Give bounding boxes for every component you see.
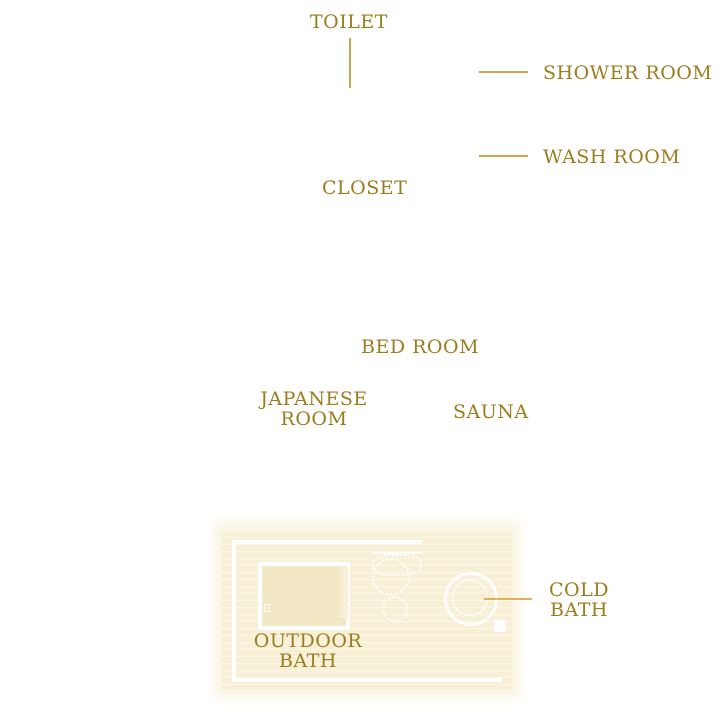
japanese-room-label-line2: ROOM <box>280 408 348 430</box>
outdoor-bath-label-line2: BATH <box>279 650 337 672</box>
toilet-leader-line <box>349 38 351 88</box>
outdoor-deck-plan <box>222 530 512 690</box>
shower-room-label: SHOWER ROOM <box>543 62 713 84</box>
deck-post <box>494 620 506 632</box>
outdoor-bath-tap <box>264 604 270 612</box>
closet-label: CLOSET <box>322 177 408 199</box>
outdoor-bath-tub <box>258 562 350 630</box>
stepping-stone <box>382 596 408 622</box>
deck-wall-top <box>232 540 422 544</box>
shower-room-leader-line <box>479 71 528 73</box>
outdoor-bath-tub-opening <box>340 566 348 618</box>
cold-bath-label-line1: COLD <box>549 579 609 601</box>
deck-wall-bottom <box>232 678 502 682</box>
toilet-label: TOILET <box>310 11 388 33</box>
wash-room-label: WASH ROOM <box>543 146 681 168</box>
outdoor-bath-label-line1: OUTDOOR <box>253 630 363 652</box>
stepping-stone <box>372 558 410 596</box>
sauna-label: SAUNA <box>453 401 529 423</box>
bed-room-label: BED ROOM <box>361 336 480 358</box>
deck-wall-stub <box>372 540 422 554</box>
cold-bath-leader-line <box>484 598 532 600</box>
wash-room-leader-line <box>479 155 528 157</box>
japanese-room-label-line1: JAPANESE <box>260 388 368 410</box>
deck-wall-left <box>232 540 236 680</box>
cold-bath-label-line2: BATH <box>550 599 608 621</box>
cold-bath-inner-ring <box>452 580 488 616</box>
